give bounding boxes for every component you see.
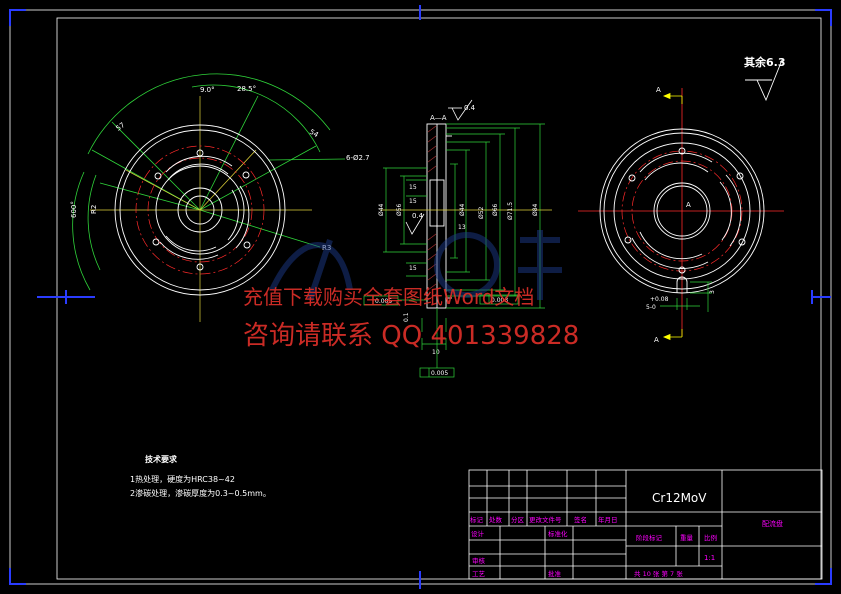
- dim-h13: 13: [458, 224, 466, 231]
- tb-hdr-6: 年月日: [598, 515, 618, 524]
- tolerance-frames: [363, 294, 519, 378]
- tech-req-line1: 1热处理，硬度为HRC38~42: [130, 474, 235, 484]
- dim-r3: R3: [322, 244, 331, 252]
- technical-requirements: 技术要求 1热处理，硬度为HRC38~42 2渗碳处理，渗碳厚度为0.3~0.5…: [130, 454, 271, 498]
- watermark-line1: 充值下载购买全套图纸Word文档: [243, 285, 534, 309]
- tb-hdr-3: 分区: [511, 515, 525, 524]
- dim-angle-600: 600°: [70, 201, 78, 218]
- left-dimension-arcs: [72, 73, 346, 291]
- dim-tol-base: 5-0: [646, 304, 656, 311]
- dim-tol: +0.08: [650, 296, 669, 303]
- tol-flat1: 0.005: [375, 298, 392, 305]
- section-label: A—A: [430, 114, 447, 122]
- tb-design: 设计: [471, 529, 485, 538]
- tb-approve: 批准: [548, 569, 562, 578]
- dim-d56: Ø56: [396, 203, 403, 216]
- right-view: A A A +0.08 5-0 3: [578, 86, 784, 344]
- dim-w10: 10: [432, 349, 440, 356]
- dim-d44a: Ø44: [378, 203, 385, 216]
- section-view: A—A 0.4: [363, 99, 552, 378]
- tb-review: 审核: [472, 556, 486, 565]
- dim-d715: Ø71.5: [507, 202, 514, 220]
- tb-process: 工艺: [472, 570, 486, 578]
- corner-marks: [9, 5, 832, 589]
- left-dimension-labels: 9.0° 28.5° 57 54 6-Ø2.7 600° R2 R3: [70, 85, 370, 252]
- section-dims-right: [446, 123, 545, 309]
- dim-r57: 57: [115, 121, 127, 133]
- section-dimension-labels: Ø44 Ø56 Ø44 Ø52 Ø66 Ø71.5 Ø84 15 15 15 1…: [378, 184, 539, 356]
- tb-hdr-2: 处数: [489, 515, 503, 524]
- left-kidney-slots: [152, 149, 251, 271]
- tb-hdr-1: 标记: [470, 515, 484, 524]
- tb-standard: 标准化: [548, 529, 568, 538]
- dim-h15c: 15: [409, 265, 417, 272]
- roughness-top: 0.4: [464, 104, 476, 112]
- left-outlines: [114, 124, 286, 296]
- marker-a-bottom: A: [654, 336, 659, 344]
- marker-a-top: A: [656, 86, 661, 94]
- roughness-note-text: 其余6.3: [744, 55, 786, 69]
- dim-d66: Ø66: [492, 203, 499, 216]
- right-pitch-circles: [621, 150, 743, 272]
- tb-weight: 重量: [680, 534, 694, 542]
- watermark-line2: 咨询请联系 QQ 401339828: [243, 321, 579, 351]
- right-dims: [660, 281, 712, 312]
- tech-req-line2: 2渗碳处理，渗碳厚度为0.3~0.5mm。: [130, 488, 271, 498]
- dim-r2: R2: [90, 205, 98, 214]
- dim-d84: Ø84: [532, 203, 539, 216]
- section-hatch: [427, 125, 437, 301]
- roughness-symbol-mid: [405, 213, 425, 235]
- dim-depth: 3: [709, 290, 716, 294]
- tb-scale-label: 比例: [704, 533, 717, 542]
- right-outlines: [599, 128, 765, 294]
- part-name: 配流盘: [762, 519, 783, 528]
- left-view: 9.0° 28.5° 57 54 6-Ø2.7 600° R2 R3: [70, 73, 370, 322]
- marker-a-center: A: [686, 201, 691, 209]
- tb-stage: 阶段标记: [636, 533, 663, 542]
- section-arrows: [662, 92, 683, 341]
- dim-angle-90: 9.0°: [200, 86, 215, 94]
- dim-hole: 6-Ø2.7: [346, 154, 370, 162]
- section-body: [426, 123, 452, 309]
- dim-par: 0.1: [403, 312, 410, 322]
- right-kidney-slots: [624, 147, 746, 274]
- tol-flat2: 0.003: [491, 297, 508, 304]
- roughness-mid: 0.4: [412, 212, 424, 220]
- right-notch: [676, 276, 688, 293]
- dim-r54: 54: [308, 128, 320, 140]
- left-pitch-circles: [135, 145, 265, 275]
- dim-h15a: 15: [409, 184, 417, 191]
- material: Cr12MoV: [652, 491, 707, 505]
- section-dims-left: [383, 167, 447, 350]
- tb-hdr-4: 更改文件号: [529, 515, 562, 524]
- title-block: Cr12MoV 配流盘 标记 处数 分区 更改文件号 签名 年月日 设计 标准化…: [468, 469, 823, 580]
- watermark: 充值下载购买全套图纸Word文档 咨询请联系 QQ 401339828: [243, 230, 579, 351]
- roughness-note: 其余6.3: [744, 55, 786, 102]
- dim-d52: Ø52: [478, 206, 485, 219]
- watermark-logo: [269, 230, 562, 301]
- right-centerlines: [578, 88, 784, 336]
- roughness-symbol-top: [448, 99, 473, 121]
- tech-req-title: 技术要求: [145, 454, 178, 464]
- tol-flat3: 0.005: [431, 370, 448, 377]
- dim-angle-285: 28.5°: [237, 85, 256, 93]
- dim-d44b: Ø44: [459, 203, 466, 216]
- tb-sheets: 共 10 张 第 7 张: [634, 569, 683, 578]
- tb-hdr-5: 签名: [574, 515, 587, 524]
- dim-h15b: 15: [409, 198, 417, 205]
- tb-scale: 1:1: [704, 554, 715, 562]
